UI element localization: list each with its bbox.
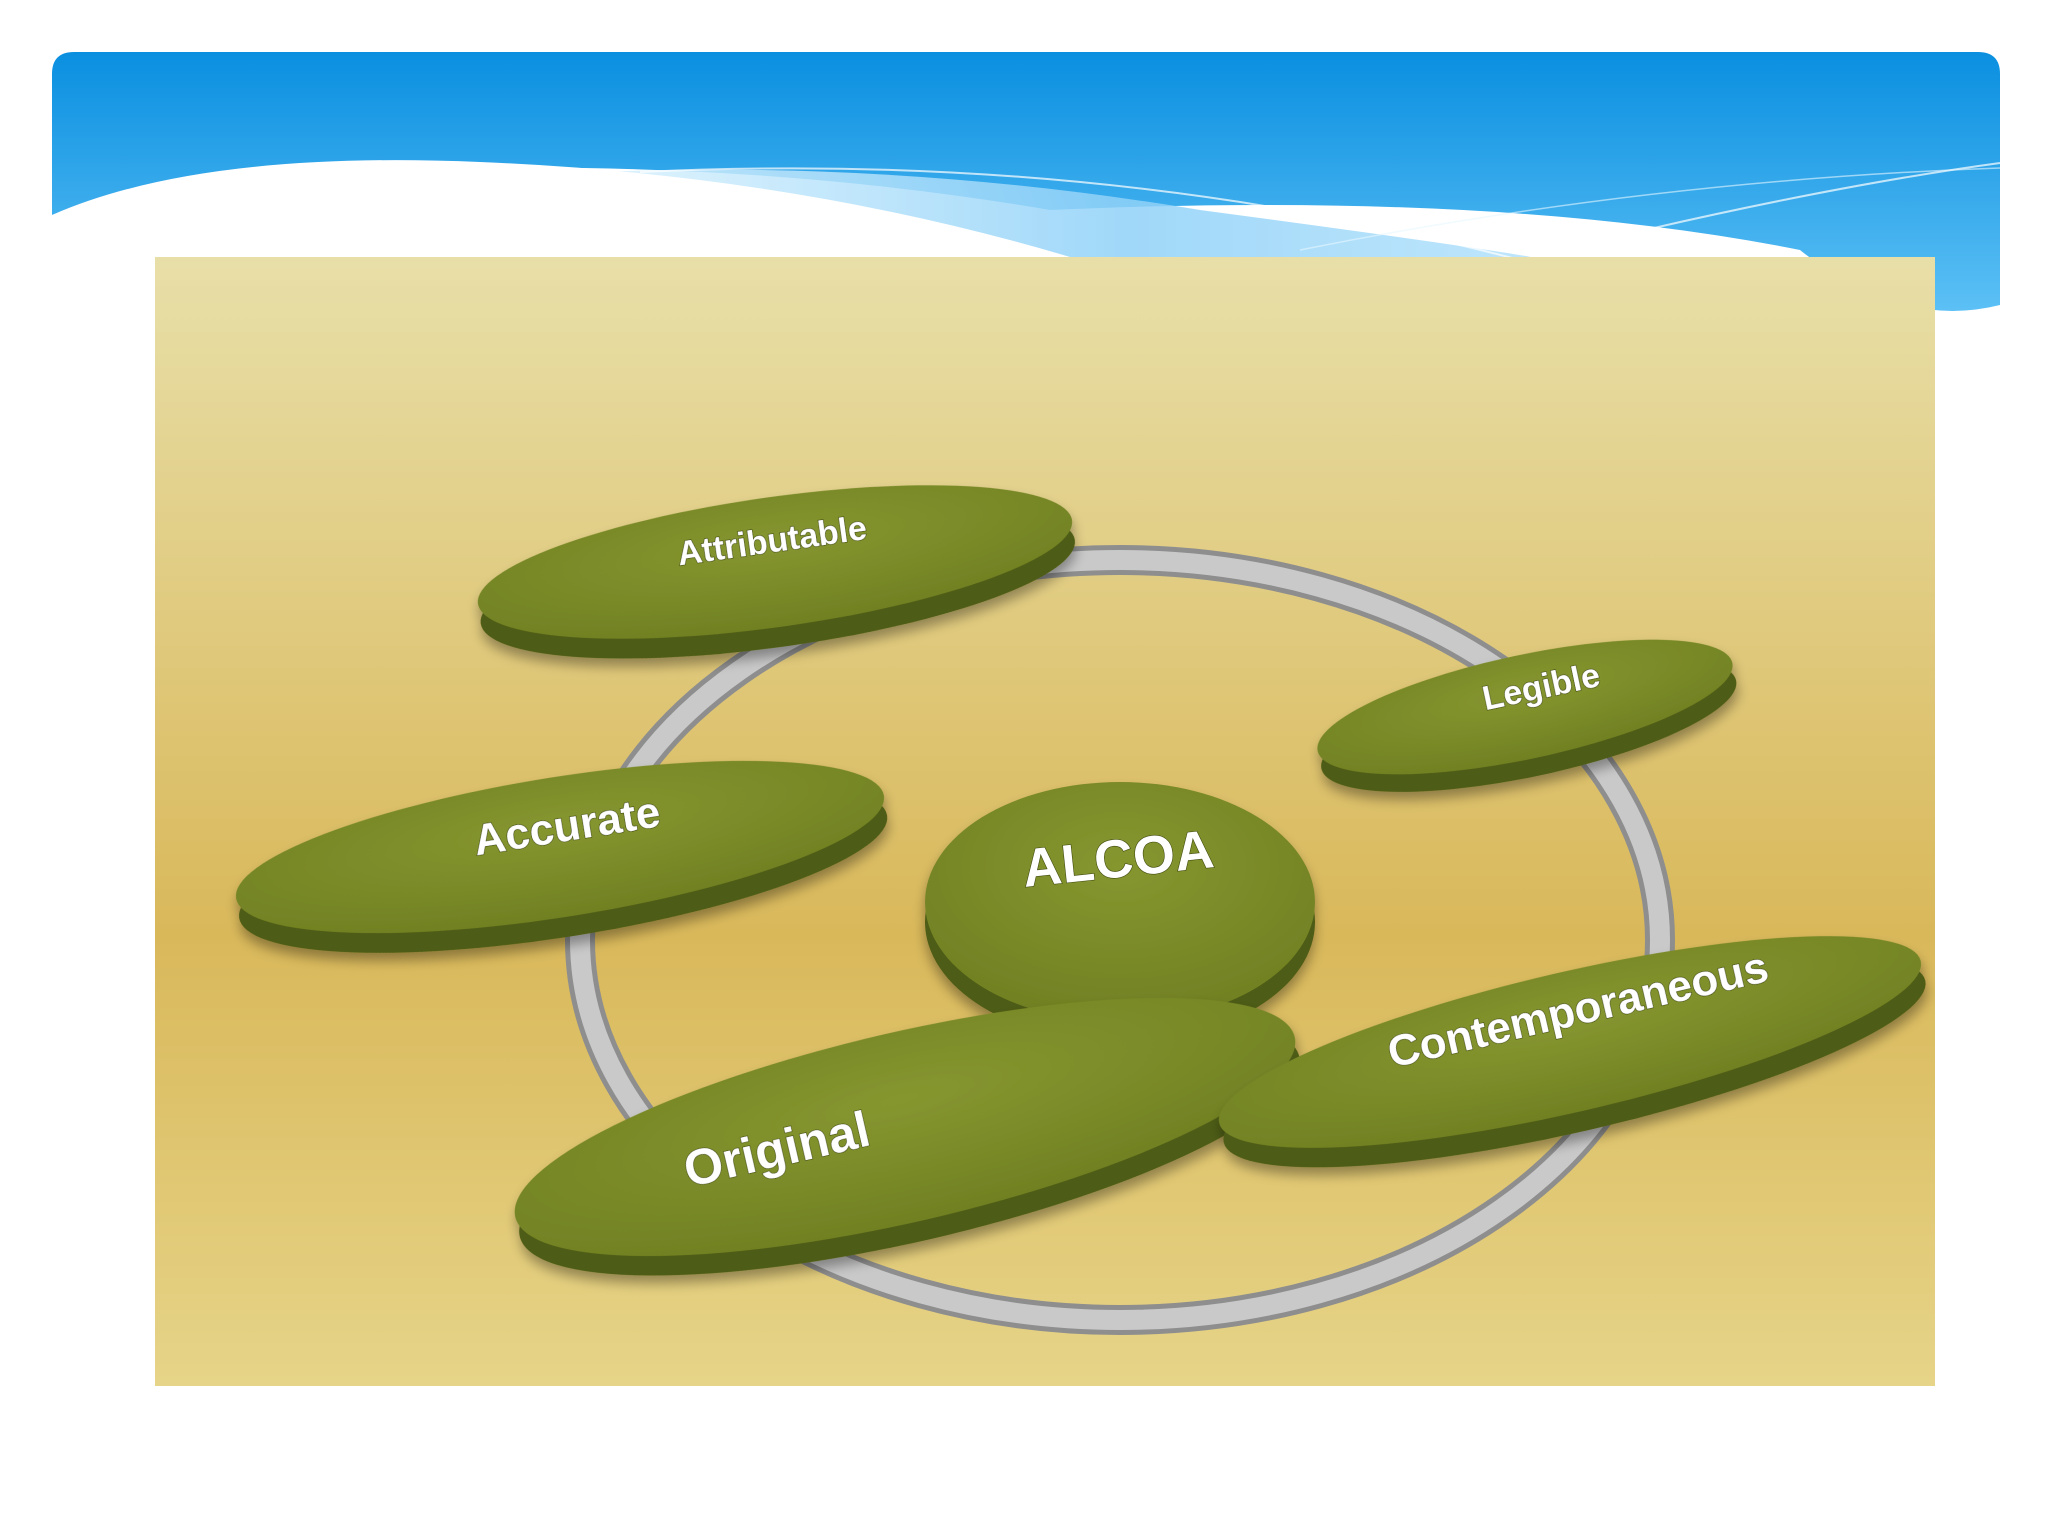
disc-top <box>1317 639 1733 775</box>
alcoa-diagram: ALCOA Attributable Legible Accurate <box>155 257 1935 1386</box>
node-original: Original <box>514 997 1300 1276</box>
diagram-panel: ALCOA Attributable Legible Accurate <box>155 257 1935 1386</box>
disc-top <box>925 782 1315 1022</box>
header-wave-line-2 <box>1299 167 2001 251</box>
header-wave-line <box>639 162 2001 262</box>
disc-top <box>1218 936 1922 1148</box>
node-center-alcoa: ALCOA <box>925 782 1315 1042</box>
disc-top <box>514 997 1296 1257</box>
node-contemporaneous: Contemporaneous <box>1218 936 1926 1168</box>
node-legible: Legible <box>1317 639 1737 792</box>
node-attributable: Attributable <box>477 485 1076 659</box>
disc-top <box>235 760 885 934</box>
connector-ring-highlight <box>570 550 1670 1330</box>
disc-top <box>477 485 1073 639</box>
node-accurate: Accurate <box>235 760 888 953</box>
header-bar <box>52 52 2000 311</box>
